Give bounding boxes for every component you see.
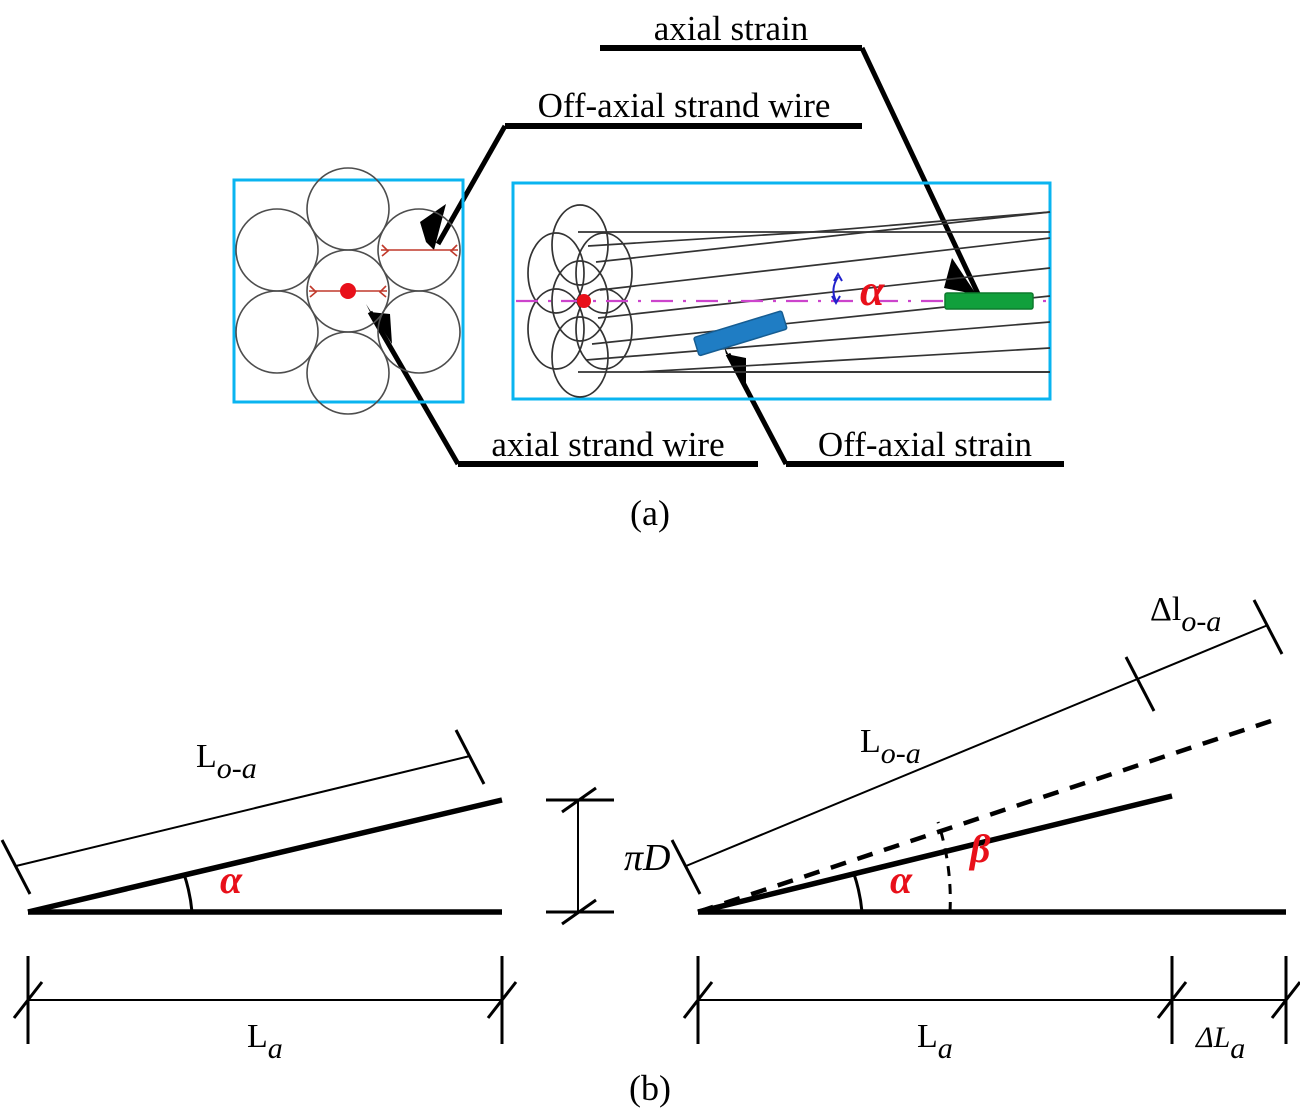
- diameter-arrow-center-tick-r: [378, 285, 387, 298]
- right-hyp-dim-tick-end: [1252, 599, 1284, 655]
- endface-wire-4: [575, 288, 633, 370]
- helix-line-4: [597, 267, 1051, 319]
- helix-line-1: [587, 231, 813, 247]
- right-beta-arc: [936, 821, 952, 913]
- helix-line-6: [585, 321, 1051, 361]
- axial-strain-leader: [859, 46, 983, 300]
- right-delta-hyp-label: Δlo-a: [1150, 591, 1221, 638]
- callout-axial-strand-wire: axial strand wire: [491, 425, 724, 464]
- pid-tick-top: [561, 786, 597, 814]
- left-hyp-dimension-line: [15, 755, 471, 867]
- strand-3d-frame: [511, 181, 1052, 401]
- endface-wire-5: [527, 232, 585, 314]
- right-base-tick-start: [682, 981, 714, 1019]
- left-alpha-arc: [182, 873, 194, 913]
- alpha-angle-arrow-bottom: [831, 295, 841, 306]
- endface-wire-3: [575, 232, 633, 314]
- panel-a-caption: (a): [630, 493, 670, 533]
- left-base-tick-start: [12, 981, 44, 1019]
- right-base-tick-mid: [1156, 981, 1188, 1019]
- axial-strain-marker: [944, 292, 1034, 310]
- endface-wire-2: [551, 316, 609, 398]
- diameter-arrow-outer-tick-r: [449, 244, 458, 257]
- helix-line-3: [599, 237, 1051, 291]
- callout-leaders: [366, 45, 1064, 467]
- strand-3d-box: [511, 181, 1052, 401]
- left-alpha-label: α: [220, 857, 243, 902]
- alpha-angle-arrow-top: [833, 271, 843, 282]
- left-base-label: La: [247, 1018, 283, 1065]
- strand-center-wire-dot: [577, 294, 591, 308]
- right-hypotenuse: [697, 793, 1173, 915]
- alpha-label-panel-a: α: [860, 266, 885, 315]
- wire-outer-6: [235, 208, 319, 292]
- center-wire-dot: [340, 283, 356, 299]
- alpha-angle-arc: [832, 276, 839, 302]
- left-hyp-label: Lo-a: [196, 738, 257, 785]
- right-base-tick-end: [1270, 981, 1300, 1019]
- off-axial-strain-marker: [693, 310, 788, 357]
- alpha-angle-indicator: [831, 271, 843, 306]
- callout-off-axial-strand-wire: Off-axial strand wire: [538, 86, 831, 125]
- wire-outer-3: [377, 290, 461, 374]
- right-hyp-dim-tick-start: [670, 839, 702, 895]
- right-alpha-label: α: [890, 857, 913, 902]
- right-delta-base-label: ΔLa: [1195, 1021, 1245, 1065]
- off-axial-strand-wire-arrowhead: [420, 204, 446, 250]
- right-hyp-label: Lo-a: [860, 723, 921, 770]
- diameter-arrow-center-tick-l: [309, 285, 318, 298]
- endface-wire-1: [551, 204, 609, 286]
- pid-tick-bottom: [561, 898, 597, 926]
- callout-off-axial-strain: Off-axial strain: [818, 425, 1032, 464]
- left-hyp-dim-tick-start: [0, 839, 32, 895]
- strand-wires-cross-section: [235, 167, 461, 415]
- axial-strain-arrowhead: [944, 258, 980, 300]
- strand-end-face: [527, 204, 633, 398]
- cross-section-box: [232, 167, 465, 415]
- endface-wire-6: [527, 288, 585, 370]
- pid-label: πD: [624, 837, 670, 879]
- helix-line-2: [595, 211, 1051, 263]
- diameter-arrow-outer-tick-l: [381, 244, 390, 257]
- right-alpha-arc: [852, 873, 864, 913]
- right-hyp-dimension-line: [685, 624, 1269, 867]
- helix-line-7: [639, 347, 1051, 373]
- right-beta-label: β: [968, 826, 991, 871]
- helix-line-8: [811, 211, 1051, 233]
- right-hyp-dim-tick-mid: [1124, 656, 1156, 712]
- left-hypotenuse: [27, 797, 503, 915]
- wire-outer-4: [306, 331, 390, 415]
- left-hyp-dim-tick-end: [454, 729, 486, 785]
- callout-axial-strain: axial strain: [654, 9, 809, 48]
- off-axial-strand-wire-leader: [435, 124, 508, 246]
- right-base-label: La: [917, 1018, 953, 1065]
- wire-outer-1: [306, 167, 390, 251]
- right-dashed-line: [697, 717, 1275, 915]
- axial-strand-wire-leader: [367, 310, 461, 466]
- panel-b-caption: (b): [629, 1068, 671, 1108]
- cross-section-frame: [232, 178, 465, 404]
- left-base-tick-end: [486, 981, 518, 1019]
